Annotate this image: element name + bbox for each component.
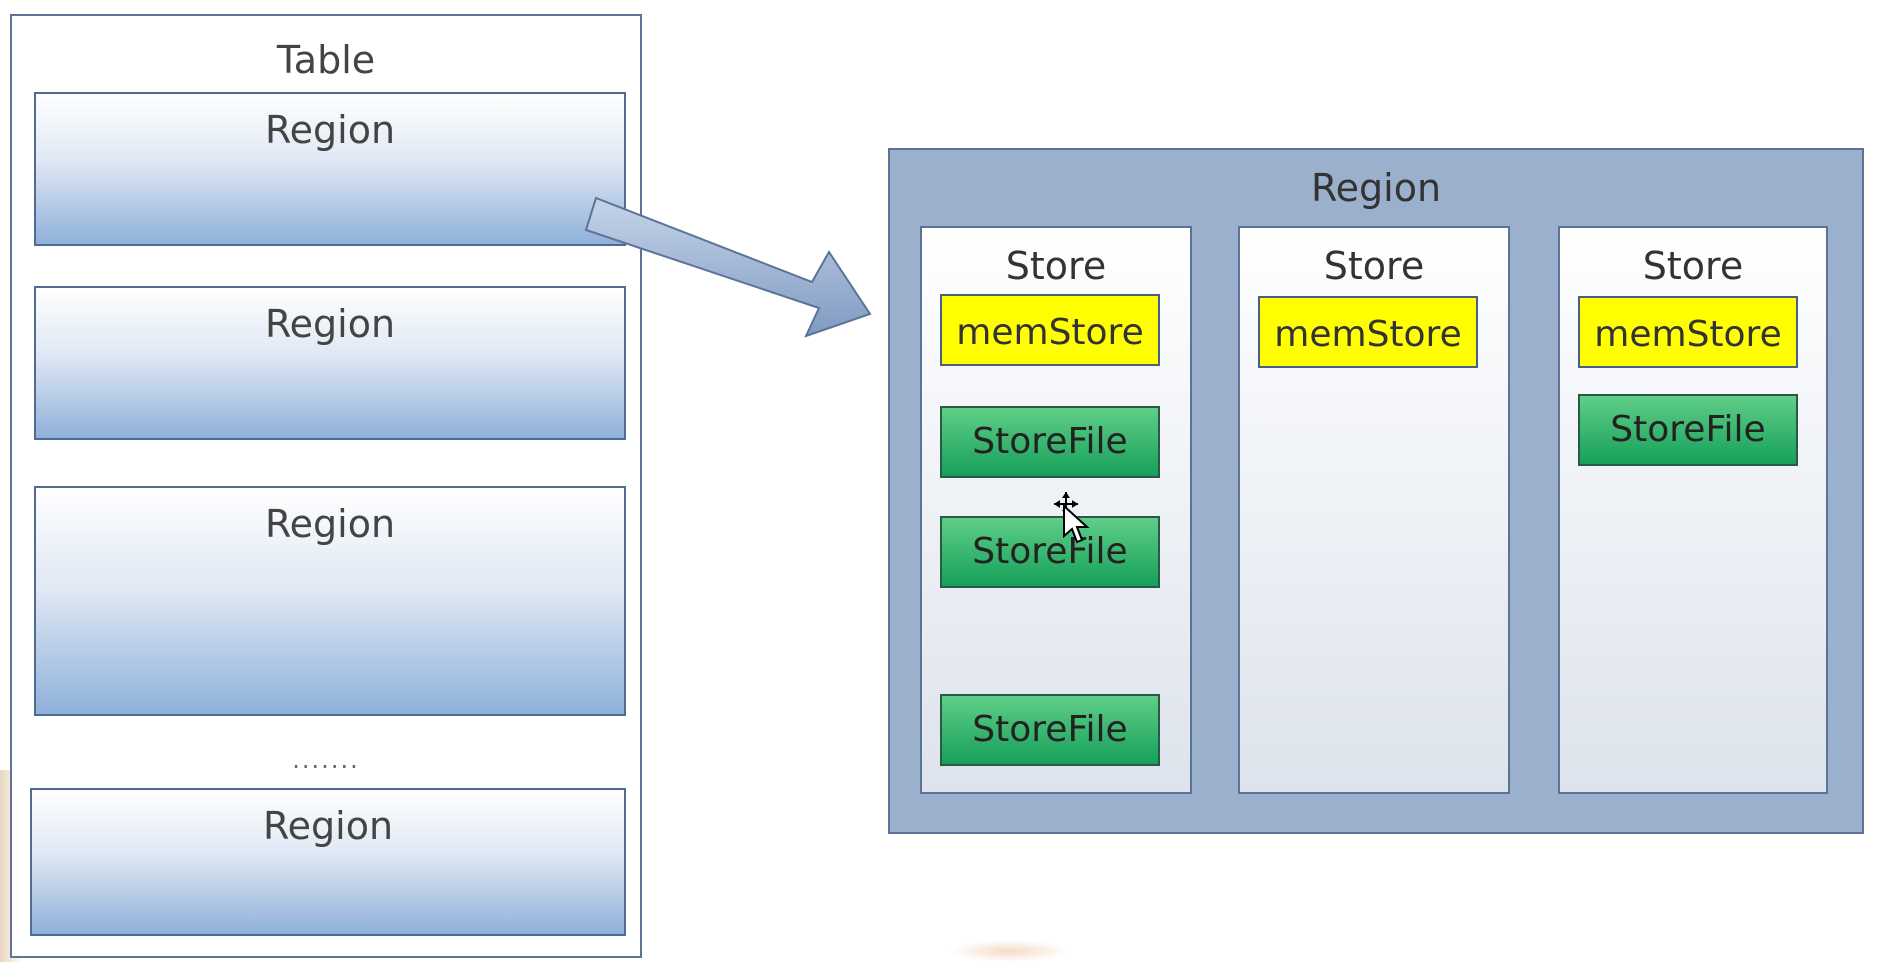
storefile-block: StoreFile [940,516,1160,588]
memstore-block: memStore [1258,296,1478,368]
memstore-block: memStore [1578,296,1798,368]
memstore-label: memStore [1594,314,1782,355]
region-detail: Region Store memStore StoreFile StoreFil… [888,148,1864,834]
storefile-block: StoreFile [1578,394,1798,466]
table-region-1: Region [34,92,626,246]
table-box: Table Region Region Region ....... Regio… [10,14,642,958]
ellipsis: ....... [292,746,360,774]
mouse-cursor-icon [1054,492,1090,544]
memstore-label: memStore [1274,314,1462,355]
region-detail-title: Region [1310,166,1442,210]
region-label: Region [264,108,396,152]
region-label: Region [264,502,396,546]
store-3: Store memStore StoreFile [1558,226,1828,794]
store-title: Store [1005,244,1107,288]
store-1: Store memStore StoreFile StoreFile Store… [920,226,1192,794]
table-region-4: Region [30,788,626,936]
background-glow-bottom [950,940,1070,962]
region-label: Region [264,302,396,346]
table-title: Table [276,38,376,82]
memstore-block: memStore [940,294,1160,366]
memstore-label: memStore [956,312,1144,353]
store-title: Store [1323,244,1425,288]
store-2: Store memStore [1238,226,1510,794]
store-title: Store [1642,244,1744,288]
table-region-3: Region [34,486,626,716]
arrow-shape [584,196,872,338]
storefile-block: StoreFile [940,694,1160,766]
storefile-block: StoreFile [940,406,1160,478]
region-label: Region [262,804,394,848]
table-region-2: Region [34,286,626,440]
